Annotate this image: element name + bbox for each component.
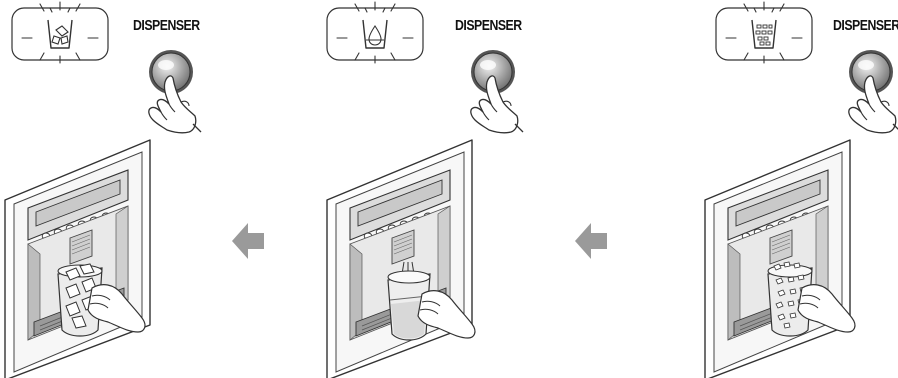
- water-dispense-illustration: [322, 0, 552, 378]
- left-arrow-icon: [228, 217, 268, 265]
- left-arrow-icon: [571, 217, 611, 265]
- crushed-ice-dispense-illustration: [700, 0, 898, 378]
- dispenser-unit: [705, 140, 850, 378]
- step-ice-cubes: DISPENSER: [0, 0, 230, 378]
- dispenser-button[interactable]: [149, 50, 201, 133]
- dispenser-button[interactable]: [471, 50, 523, 133]
- dispenser-unit: [5, 140, 150, 378]
- step-water: DISPENSER: [322, 0, 552, 378]
- step-crushed-ice: DISPENSER: [700, 0, 898, 378]
- ice-cube-indicator: [12, 2, 108, 63]
- crushed-ice-indicator: [716, 2, 812, 63]
- dispenser-unit: [327, 140, 472, 378]
- dispenser-label: DISPENSER: [455, 17, 522, 34]
- dispenser-button[interactable]: [849, 50, 898, 133]
- ice-dispense-illustration: [0, 0, 230, 378]
- dispenser-label: DISPENSER: [133, 17, 200, 34]
- water-indicator: [327, 2, 423, 63]
- dispenser-label: DISPENSER: [833, 17, 898, 34]
